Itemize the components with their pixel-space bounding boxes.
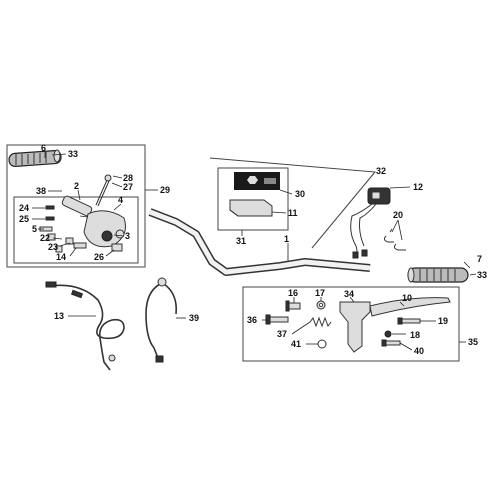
callout-13: 13 [54, 311, 64, 321]
callout-25: 25 [19, 214, 29, 224]
callout-35: 35 [468, 337, 478, 347]
callout-2: 2 [74, 181, 79, 191]
left-switch-subgroup-box [13, 196, 139, 264]
clutch-cable-39 [145, 277, 178, 363]
right-switch-12 [350, 187, 391, 259]
callout-17: 17 [315, 288, 325, 298]
callout-14: 14 [56, 252, 66, 262]
callout-28: 28 [123, 173, 133, 183]
lever-bracket-34 [339, 301, 371, 353]
callout-32: 32 [376, 166, 386, 176]
callout-39: 39 [189, 313, 199, 323]
spring-27 [95, 174, 112, 207]
callout-37: 37 [277, 329, 287, 339]
callout-26: 26 [94, 252, 104, 262]
callout-4: 4 [118, 195, 123, 205]
callout-34: 34 [344, 289, 354, 299]
callout-33-left: 33 [68, 149, 78, 159]
callout-30: 30 [295, 189, 305, 199]
bolt-36 [265, 314, 289, 325]
clips-20 [383, 228, 406, 251]
callout-33-right: 33 [477, 270, 487, 280]
switch-housing [61, 195, 126, 248]
throttle-cable-13 [45, 281, 125, 371]
callout-7: 7 [477, 254, 482, 264]
callout-23: 23 [48, 242, 58, 252]
pad-11 [229, 199, 273, 217]
handlebar-tube [148, 208, 371, 276]
warning-label-30 [234, 172, 280, 190]
bolt-16 [285, 300, 301, 312]
screw-40 [381, 339, 401, 347]
callout-19: 19 [438, 316, 448, 326]
callout-10: 10 [402, 293, 412, 303]
callout-5: 5 [32, 224, 37, 234]
callout-22: 22 [40, 233, 50, 243]
nut-17 [316, 300, 326, 310]
spring-37 [309, 316, 332, 328]
left-grip-group-box [6, 144, 146, 268]
center-group-outline [209, 157, 376, 249]
left-grip [8, 149, 62, 167]
callout-18: 18 [410, 330, 420, 340]
small-screws [39, 205, 123, 253]
callout-16: 16 [288, 288, 298, 298]
callout-31: 31 [236, 236, 246, 246]
bolt-19 [397, 317, 421, 325]
callout-40: 40 [414, 346, 424, 356]
callout-29: 29 [160, 185, 170, 195]
right-grip [407, 267, 469, 283]
callout-1: 1 [284, 234, 289, 244]
lever-10 [369, 297, 451, 317]
callout-36: 36 [247, 315, 257, 325]
lever-group-box [242, 286, 460, 362]
callout-3: 3 [125, 231, 130, 241]
callout-38: 38 [36, 186, 46, 196]
ring-41 [317, 339, 327, 349]
callout-6: 6 [41, 143, 46, 153]
nut-18 [384, 330, 392, 338]
callout-20: 20 [393, 210, 403, 220]
callout-41: 41 [291, 339, 301, 349]
center-group-box [217, 167, 289, 231]
callout-12: 12 [413, 182, 423, 192]
callout-24: 24 [19, 203, 29, 213]
callout-27: 27 [123, 182, 133, 192]
callout-11: 11 [288, 208, 298, 218]
